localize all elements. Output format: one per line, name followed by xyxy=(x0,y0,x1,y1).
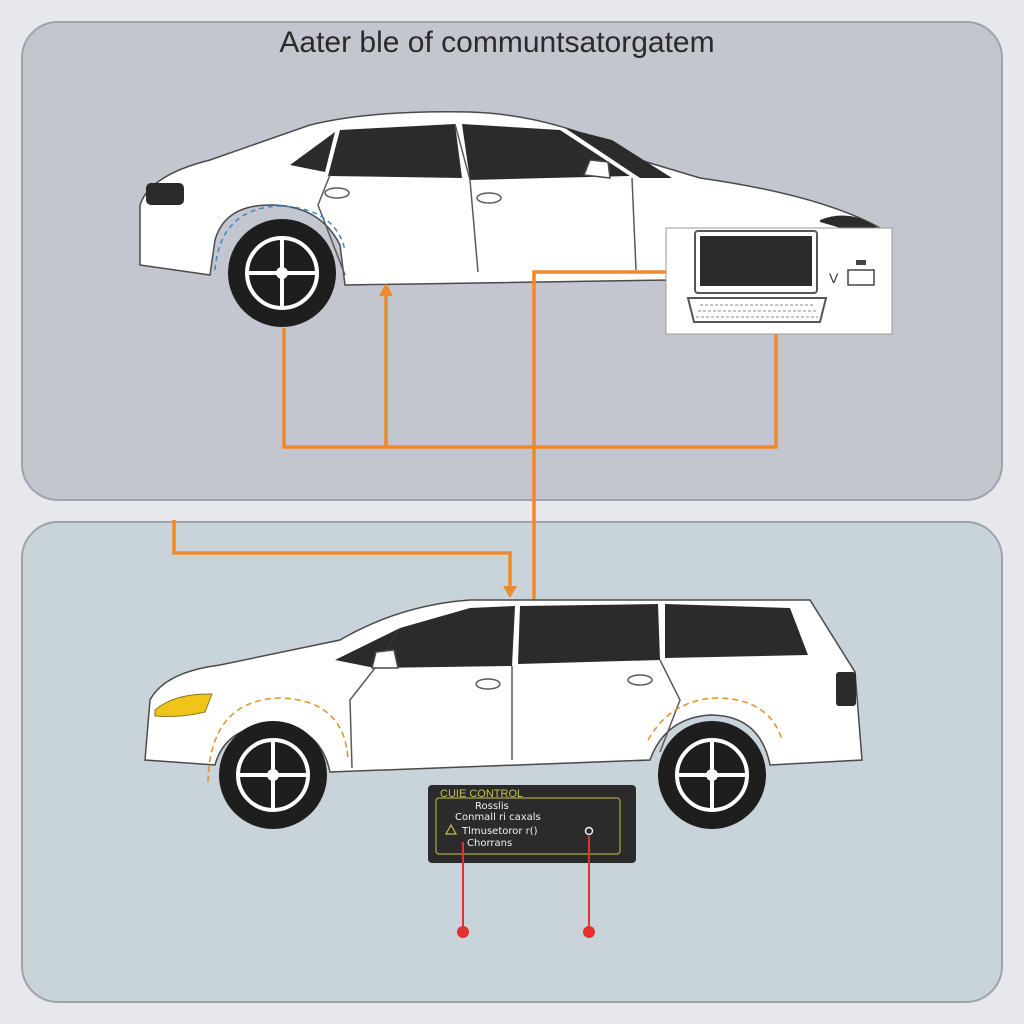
wagon-tail-light xyxy=(836,672,856,706)
diagram-title: Aater ble of communtsatorgatem xyxy=(279,26,714,59)
port-indicator-icon xyxy=(856,260,866,265)
laptop-module: V xyxy=(665,227,893,335)
wagon-mirror xyxy=(371,649,399,669)
wagon-door-handle-2 xyxy=(627,674,653,686)
control-panel-heading: CUIE CONTROL xyxy=(440,788,523,800)
sedan-mirror xyxy=(582,159,611,179)
laptop-icon xyxy=(686,230,828,323)
wagon-window-middle xyxy=(518,604,660,664)
wagon-door-line-3 xyxy=(349,667,376,769)
warning-icon xyxy=(444,823,458,835)
wagon-car xyxy=(144,599,863,829)
wagon-rear-wheel-arch xyxy=(647,697,783,741)
control-panel-line-3: Tlmusetoror r() xyxy=(461,826,538,837)
lead-left-endpoint xyxy=(457,926,469,938)
wagon-window-front xyxy=(375,606,515,668)
connector-laptop-to-bottom-car xyxy=(532,270,666,630)
sedan-door-handle-1 xyxy=(324,187,350,199)
arrowhead-down-1 xyxy=(503,586,517,598)
sedan-door-line-3 xyxy=(631,177,637,271)
sedan-door-line-1 xyxy=(454,123,479,273)
wagon-front-wheel-arch xyxy=(207,697,349,783)
wagon-rear-wheel xyxy=(658,721,766,829)
sedan-door-handle-2 xyxy=(476,192,502,204)
wagon-door-handle-1 xyxy=(475,678,501,690)
sedan-window-middle xyxy=(328,124,462,178)
control-panel-screen xyxy=(428,785,636,863)
sedan-wheel xyxy=(228,219,336,327)
lead-right-endpoint xyxy=(583,926,595,938)
control-panel-inner-frame xyxy=(435,797,621,855)
wagon-headlight xyxy=(154,693,213,717)
sedan-rear-window xyxy=(290,132,335,172)
control-panel-line-1: Rosslis xyxy=(475,801,509,812)
top-connector-network xyxy=(172,270,778,630)
arrowhead-up xyxy=(379,283,393,296)
wagon-window-rear xyxy=(665,604,808,658)
signal-leads xyxy=(457,836,595,938)
sedan-wheel-arch xyxy=(214,205,346,271)
control-panel-line-4: Chorrans xyxy=(467,838,512,849)
control-panel-line-2: Conmall ri caxals xyxy=(455,812,541,823)
port-icon xyxy=(847,269,875,286)
wagon-front-wheel xyxy=(219,721,327,829)
wagon-door-line-2 xyxy=(659,659,681,753)
sedan-tail-light xyxy=(146,183,184,205)
connector-left-to-bottom-car xyxy=(172,520,512,590)
wagon-windshield xyxy=(335,628,400,668)
laptop-side-label: V xyxy=(829,270,839,286)
control-panel: CUIE CONTROL Rosslis Conmall ri caxals T… xyxy=(428,785,636,863)
sedan-door-line-2 xyxy=(317,174,346,276)
sedan-windshield xyxy=(565,128,672,178)
connector-wheel-to-bus xyxy=(282,328,778,449)
indicator-icon xyxy=(584,826,594,836)
